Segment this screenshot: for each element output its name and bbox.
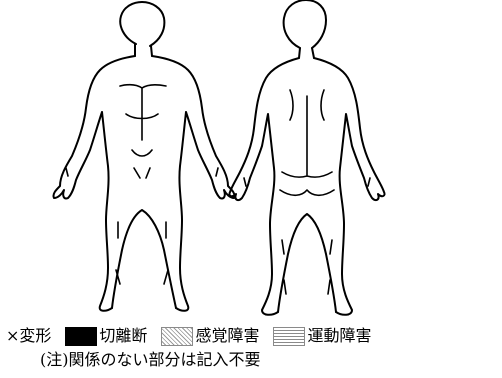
back-head (282, 0, 327, 49)
legend-item-amputation: 切離断 (65, 326, 147, 346)
front-right-contour (151, 55, 236, 312)
legend-item-sensory: 感覚障害 (161, 326, 259, 346)
sensory-swatch (161, 326, 194, 346)
legend-label-amputation: 切離断 (99, 326, 148, 345)
legend-label-deformity: ×変形 (6, 326, 52, 345)
front-left-contour (52, 55, 136, 312)
legend-label-motor: 運動障害 (307, 326, 372, 345)
legend: ×変形 切離断 感覚障害 運動障害 (6, 326, 502, 346)
body-back-view (228, 0, 386, 316)
body-front-view (52, 1, 236, 312)
back-left-contour (228, 57, 300, 316)
front-inner-legs (111, 209, 177, 309)
amputation-swatch (65, 326, 98, 346)
front-neck (134, 43, 153, 57)
back-right-contour (313, 57, 386, 316)
body-outline-figure (52, 0, 386, 316)
legend-label-sensory: 感覚障害 (195, 326, 260, 345)
note-text: (注)関係のない部分は記入不要 (40, 350, 261, 369)
back-neck (298, 47, 315, 59)
legend-item-deformity: ×変形 (6, 326, 51, 346)
back-inner-legs (277, 213, 337, 313)
motor-swatch (273, 326, 306, 346)
front-head (119, 1, 166, 47)
legend-item-motor: 運動障害 (273, 326, 371, 346)
front-torso-details (65, 83, 219, 285)
back-torso-details (243, 89, 371, 295)
